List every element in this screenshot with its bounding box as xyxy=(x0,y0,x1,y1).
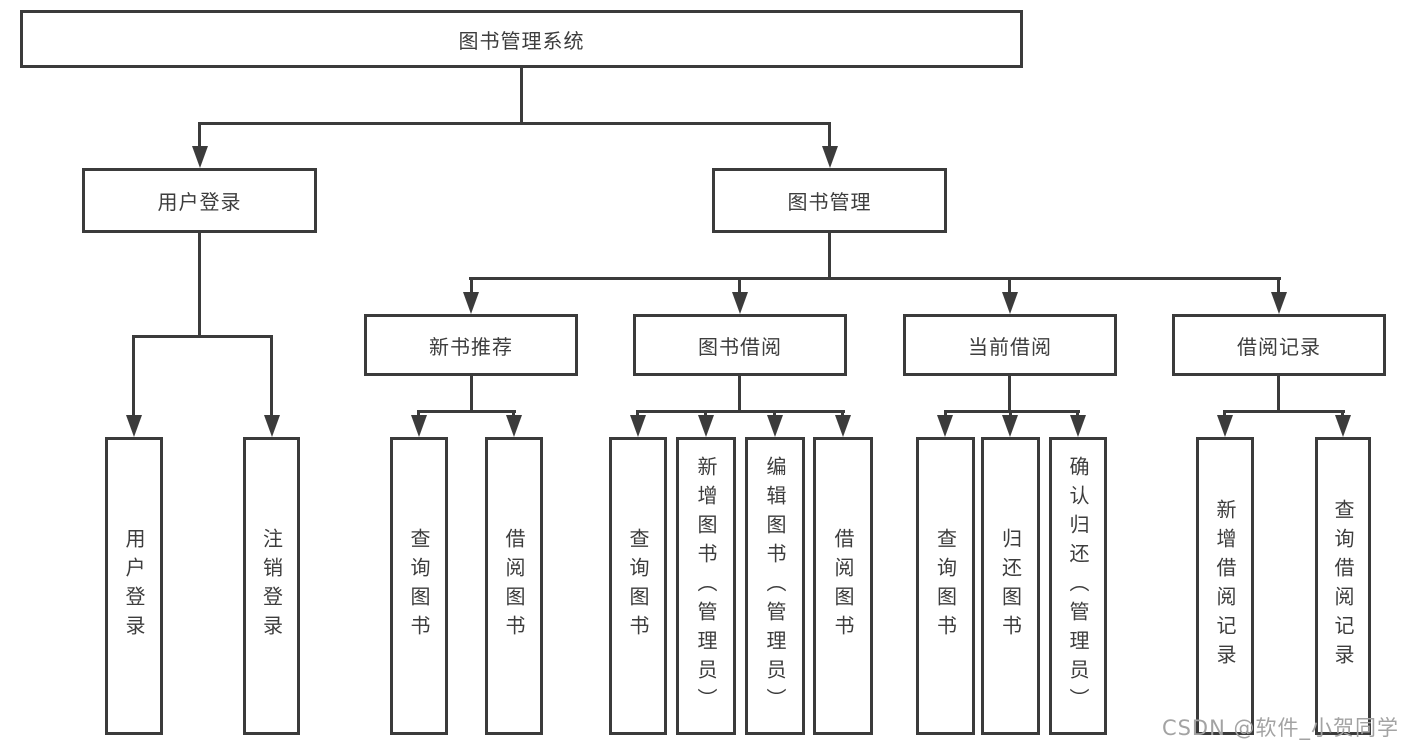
connector-root-bar xyxy=(198,122,831,125)
connector-ul-arm-2 xyxy=(270,335,273,417)
leaf-borrow-book-1-label: 借阅图书 xyxy=(502,528,526,644)
arrowhead-down-icon xyxy=(1217,415,1233,437)
leaf-query-book-1: 查询图书 xyxy=(390,437,448,735)
leaf-query-borrow-record: 查询借阅记录 xyxy=(1315,437,1371,735)
connector-g3-arm-3 xyxy=(773,410,776,418)
node-book-borrow-label: 图书借阅 xyxy=(698,334,782,359)
leaf-add-book-admin: 新增图书（管理员） xyxy=(676,437,736,735)
leaf-edit-book-admin: 编辑图书（管理员） xyxy=(745,437,805,735)
connector-bm-stem xyxy=(828,233,831,277)
leaf-add-book-admin-label: 新增图书（管理员） xyxy=(694,455,718,717)
node-new-book-rec: 新书推荐 xyxy=(364,314,578,376)
arrowhead-down-icon xyxy=(463,292,479,314)
leaf-confirm-return-admin: 确认归还（管理员） xyxy=(1049,437,1107,735)
leaf-borrow-book-2: 借阅图书 xyxy=(813,437,873,735)
arrowhead-down-icon xyxy=(1271,292,1287,314)
arrowhead-down-icon xyxy=(126,415,142,437)
watermark: CSDN @软件_小贺同学 xyxy=(1161,716,1399,740)
arrowhead-down-icon xyxy=(937,415,953,437)
leaf-return-book: 归还图书 xyxy=(981,437,1040,735)
node-borrow-records: 借阅记录 xyxy=(1172,314,1386,376)
connector-bm-arm-4 xyxy=(1277,277,1280,294)
connector-g3-arm-2 xyxy=(704,410,707,418)
leaf-user-login: 用户登录 xyxy=(105,437,163,735)
leaf-edit-book-admin-label: 编辑图书（管理员） xyxy=(763,455,787,717)
arrowhead-down-icon xyxy=(506,415,522,437)
arrowhead-down-icon xyxy=(732,292,748,314)
connector-g4-bar xyxy=(944,410,1080,413)
arrowhead-down-icon xyxy=(835,415,851,437)
leaf-add-borrow-record: 新增借阅记录 xyxy=(1196,437,1254,735)
connector-ul-bar xyxy=(132,335,272,338)
connector-g3-stem xyxy=(738,376,741,410)
connector-bm-arm-2 xyxy=(738,277,741,294)
node-user-login: 用户登录 xyxy=(82,168,317,233)
arrowhead-down-icon xyxy=(822,146,838,168)
connector-g5-stem xyxy=(1277,376,1280,410)
arrowhead-down-icon xyxy=(1002,415,1018,437)
leaf-user-login-label: 用户登录 xyxy=(122,528,146,644)
connector-g5-bar xyxy=(1223,410,1345,413)
node-new-book-rec-label: 新书推荐 xyxy=(429,334,513,359)
connector-g4-arm-3 xyxy=(1076,410,1079,418)
connector-g5-arm-1 xyxy=(1223,410,1226,418)
connector-g5-arm-2 xyxy=(1341,410,1344,418)
arrowhead-down-icon xyxy=(411,415,427,437)
leaf-borrow-book-1: 借阅图书 xyxy=(485,437,543,735)
leaf-logout-label: 注销登录 xyxy=(259,528,284,644)
leaf-add-borrow-record-label: 新增借阅记录 xyxy=(1213,499,1237,673)
leaf-query-borrow-record-label: 查询借阅记录 xyxy=(1331,499,1355,673)
node-current-borrow-label: 当前借阅 xyxy=(968,334,1052,359)
connector-g4-arm-2 xyxy=(1009,410,1012,418)
arrowhead-down-icon xyxy=(630,415,646,437)
node-current-borrow: 当前借阅 xyxy=(903,314,1117,376)
connector-bm-arm-1 xyxy=(470,277,473,294)
node-book-mgmt-label: 图书管理 xyxy=(787,190,872,214)
connector-ul-arm-1 xyxy=(132,335,135,417)
arrowhead-down-icon xyxy=(1335,415,1351,437)
leaf-query-book-2: 查询图书 xyxy=(609,437,667,735)
leaf-confirm-return-admin-label: 确认归还（管理员） xyxy=(1066,455,1090,717)
connector-g3-arm-1 xyxy=(636,410,639,418)
leaf-logout: 注销登录 xyxy=(243,437,300,735)
leaf-query-book-2-label: 查询图书 xyxy=(626,528,650,644)
leaf-query-book-3: 查询图书 xyxy=(916,437,975,735)
arrowhead-down-icon xyxy=(192,146,208,168)
connector-g2-stem xyxy=(470,376,473,410)
connector-g2-bar xyxy=(417,410,516,413)
node-book-borrow: 图书借阅 xyxy=(633,314,847,376)
node-borrow-records-label: 借阅记录 xyxy=(1237,334,1321,359)
arrowhead-down-icon xyxy=(1070,415,1086,437)
connector-g4-stem xyxy=(1008,376,1011,410)
arrowhead-down-icon xyxy=(1002,292,1018,314)
connector-bm-bar xyxy=(469,277,1281,280)
node-book-mgmt: 图书管理 xyxy=(712,168,947,233)
connector-g2-arm-2 xyxy=(512,410,515,418)
node-root-label: 图书管理系统 xyxy=(458,28,585,53)
leaf-borrow-book-2-label: 借阅图书 xyxy=(831,528,855,644)
leaf-query-book-3-label: 查询图书 xyxy=(933,528,958,644)
connector-g2-arm-1 xyxy=(417,410,420,418)
connector-bm-arm-3 xyxy=(1008,277,1011,294)
arrowhead-down-icon xyxy=(264,415,280,437)
node-root: 图书管理系统 xyxy=(20,10,1023,68)
connector-g3-bar xyxy=(636,410,845,413)
connector-root-stem xyxy=(520,67,523,123)
leaf-query-book-1-label: 查询图书 xyxy=(407,528,431,644)
connector-root-arm-right xyxy=(828,122,831,148)
node-user-login-label: 用户登录 xyxy=(157,190,242,214)
leaf-return-book-label: 归还图书 xyxy=(998,528,1023,644)
arrowhead-down-icon xyxy=(698,415,714,437)
arrowhead-down-icon xyxy=(767,415,783,437)
connector-ul-stem xyxy=(198,233,201,335)
connector-g4-arm-1 xyxy=(944,410,947,418)
connector-g3-arm-4 xyxy=(841,410,844,418)
connector-root-arm-left xyxy=(198,122,201,148)
